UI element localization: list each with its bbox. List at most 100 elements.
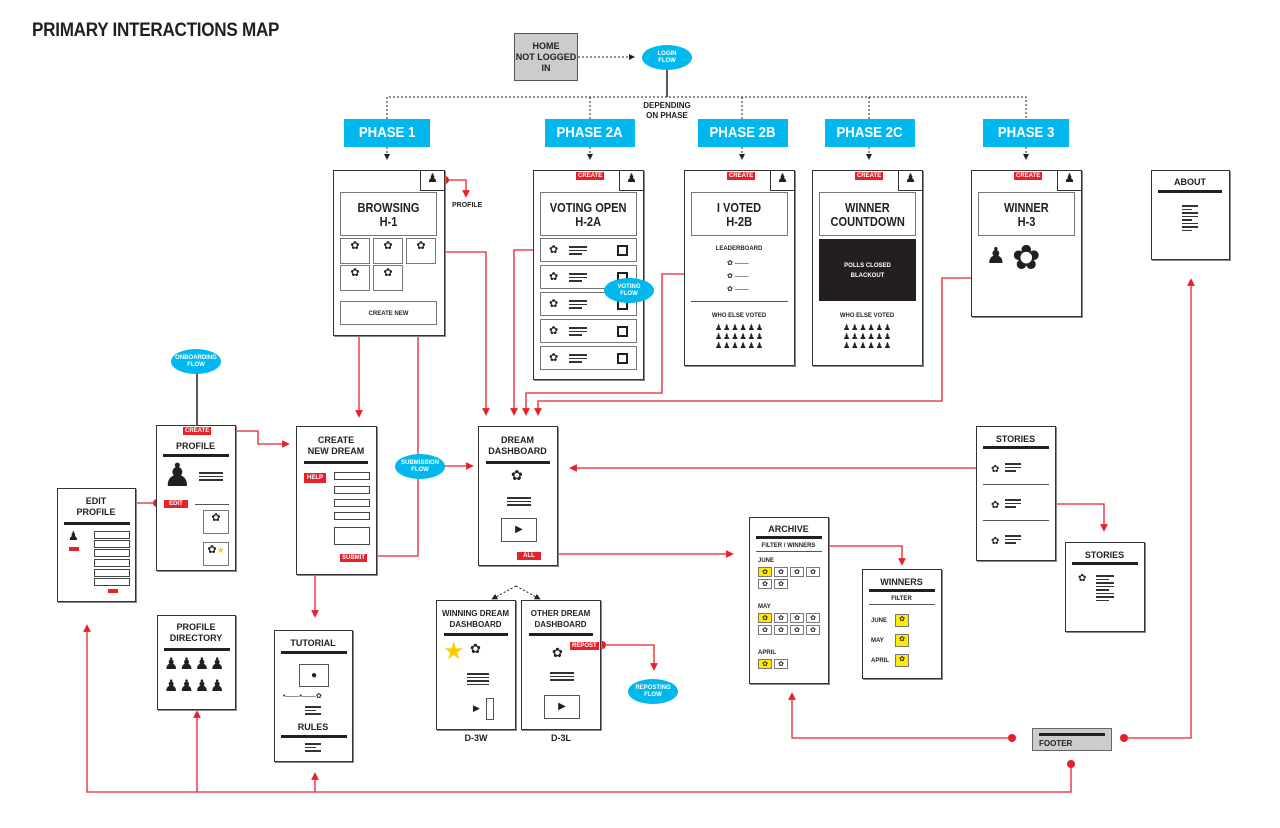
- vote-checkbox[interactable]: [617, 326, 628, 337]
- archive-tile[interactable]: ✿: [806, 625, 820, 635]
- vote-checkbox[interactable]: [617, 353, 628, 364]
- story-item[interactable]: ✿: [991, 531, 1041, 547]
- archive-tile[interactable]: ✿: [790, 613, 804, 623]
- phase-2c-tab[interactable]: PHASE 2C: [825, 119, 915, 147]
- create-tag[interactable]: CREATE: [727, 172, 756, 180]
- header-bar: [1039, 733, 1105, 736]
- profile-icon[interactable]: ♟: [898, 171, 922, 191]
- winner-tile[interactable]: ✿: [895, 614, 909, 627]
- create-new-button[interactable]: CREATE NEW: [340, 301, 437, 325]
- text-lines-icon: [1096, 573, 1114, 603]
- profile-field[interactable]: [94, 578, 130, 586]
- submit-button[interactable]: SUBMIT: [340, 554, 367, 562]
- winning-flower-icon[interactable]: ✿: [1012, 239, 1041, 277]
- save-profile-button[interactable]: [108, 589, 118, 593]
- phase-1-tab[interactable]: PHASE 1: [344, 119, 430, 147]
- leaderboard-list[interactable]: ✿ ——✿ ——✿ ——: [727, 260, 749, 293]
- dream-field[interactable]: [334, 486, 370, 494]
- home-not-logged-in-node[interactable]: HOME NOT LOGGED IN: [514, 33, 578, 81]
- archive-tile[interactable]: ✿: [758, 625, 772, 635]
- winning-dream-tile[interactable]: ✿★: [203, 542, 229, 566]
- story-item[interactable]: ✿: [991, 495, 1041, 511]
- profile-icon[interactable]: ♟: [619, 171, 643, 191]
- dream-tile[interactable]: ✿: [373, 238, 403, 264]
- vote-row[interactable]: ✿: [540, 238, 637, 262]
- vote-row[interactable]: ✿: [540, 292, 637, 316]
- tutorial-video[interactable]: ●: [299, 664, 329, 687]
- change-photo-button[interactable]: [69, 547, 79, 551]
- footer-node[interactable]: FOOTER: [1032, 728, 1112, 751]
- vote-checkbox[interactable]: [617, 245, 628, 256]
- archive-tile[interactable]: ✿: [774, 579, 788, 589]
- archive-tile[interactable]: ✿: [806, 567, 820, 577]
- create-tag[interactable]: CREATE: [1014, 172, 1043, 180]
- video-player[interactable]: [486, 698, 494, 720]
- about-screen[interactable]: ABOUT: [1151, 170, 1230, 260]
- archive-tile[interactable]: ✿: [758, 659, 772, 669]
- phase-3-tab[interactable]: PHASE 3: [983, 119, 1069, 147]
- archive-tile[interactable]: ✿: [806, 613, 820, 623]
- dream-tile[interactable]: ✿: [340, 238, 370, 264]
- dream-tile[interactable]: ✿: [203, 510, 229, 534]
- month-label: APRIL: [871, 658, 889, 664]
- archive-tile[interactable]: ✿: [790, 625, 804, 635]
- archive-tile[interactable]: ✿: [758, 567, 772, 577]
- video-player[interactable]: ▶: [501, 518, 537, 542]
- winner-tile[interactable]: ✿: [895, 654, 909, 667]
- profile-icon[interactable]: ♟: [770, 171, 794, 191]
- header-bar: [164, 648, 230, 651]
- leaderboard-label: LEADERBOARD: [715, 246, 763, 252]
- dream-field[interactable]: [334, 472, 370, 480]
- i-voted-h2b-screen: CREATE ♟ I VOTED H-2B LEADERBOARD ✿ ——✿ …: [684, 170, 795, 366]
- dream-tile[interactable]: ✿: [373, 265, 403, 291]
- vote-row[interactable]: ✿: [540, 319, 637, 343]
- archive-tile[interactable]: ✿: [758, 579, 772, 589]
- filter-link[interactable]: FILTER: [891, 596, 912, 602]
- dream-field[interactable]: [334, 512, 370, 520]
- archive-tile[interactable]: ✿: [774, 659, 788, 669]
- dream-description-field[interactable]: [334, 527, 370, 545]
- dream-tile[interactable]: ✿: [340, 265, 370, 291]
- story-item[interactable]: ✿: [991, 459, 1041, 475]
- dream-tile[interactable]: ✿: [406, 238, 436, 264]
- edit-button[interactable]: EDIT: [164, 500, 188, 508]
- archive-tile[interactable]: ✿: [774, 567, 788, 577]
- profile-field[interactable]: [94, 559, 130, 567]
- phase-2a-tab[interactable]: PHASE 2A: [545, 119, 635, 147]
- repost-button[interactable]: REPOST: [570, 642, 599, 650]
- tutorial-screen[interactable]: TUTORIAL ● •——•——✿ RULES: [274, 630, 353, 762]
- vote-row[interactable]: ✿: [540, 346, 637, 370]
- winner-hero: WINNER H-3: [978, 192, 1075, 236]
- footer-label: FOOTER: [1039, 739, 1073, 748]
- video-player[interactable]: ▶: [544, 695, 580, 719]
- filter-winners-link[interactable]: FILTER / WINNERS: [761, 543, 816, 549]
- all-button[interactable]: ALL: [517, 552, 541, 560]
- profile-icon[interactable]: ♟: [420, 171, 444, 191]
- archive-may-grid: ✿✿✿✿ ✿✿✿✿: [758, 613, 820, 635]
- winner-tile[interactable]: ✿: [895, 634, 909, 647]
- profile-field[interactable]: [94, 540, 130, 548]
- create-tag[interactable]: CREATE: [855, 172, 884, 180]
- profile-field[interactable]: [94, 549, 130, 557]
- phase-2b-tab[interactable]: PHASE 2B: [698, 119, 788, 147]
- winner-avatar-icon: ♟: [986, 243, 1006, 268]
- profile-icon[interactable]: ♟: [1057, 171, 1081, 191]
- archive-tile[interactable]: ✿: [774, 613, 788, 623]
- archive-tile[interactable]: ✿: [758, 613, 772, 623]
- archive-tile[interactable]: ✿: [790, 567, 804, 577]
- help-button[interactable]: HELP: [304, 473, 327, 483]
- create-tag[interactable]: CREATE: [576, 172, 605, 180]
- dream-field[interactable]: [334, 499, 370, 507]
- create-tag[interactable]: CREATE: [183, 427, 212, 435]
- archive-tile[interactable]: ✿: [774, 625, 788, 635]
- play-icon[interactable]: ▶: [473, 703, 480, 713]
- profile-field[interactable]: [94, 569, 130, 577]
- profile-field[interactable]: [94, 531, 130, 539]
